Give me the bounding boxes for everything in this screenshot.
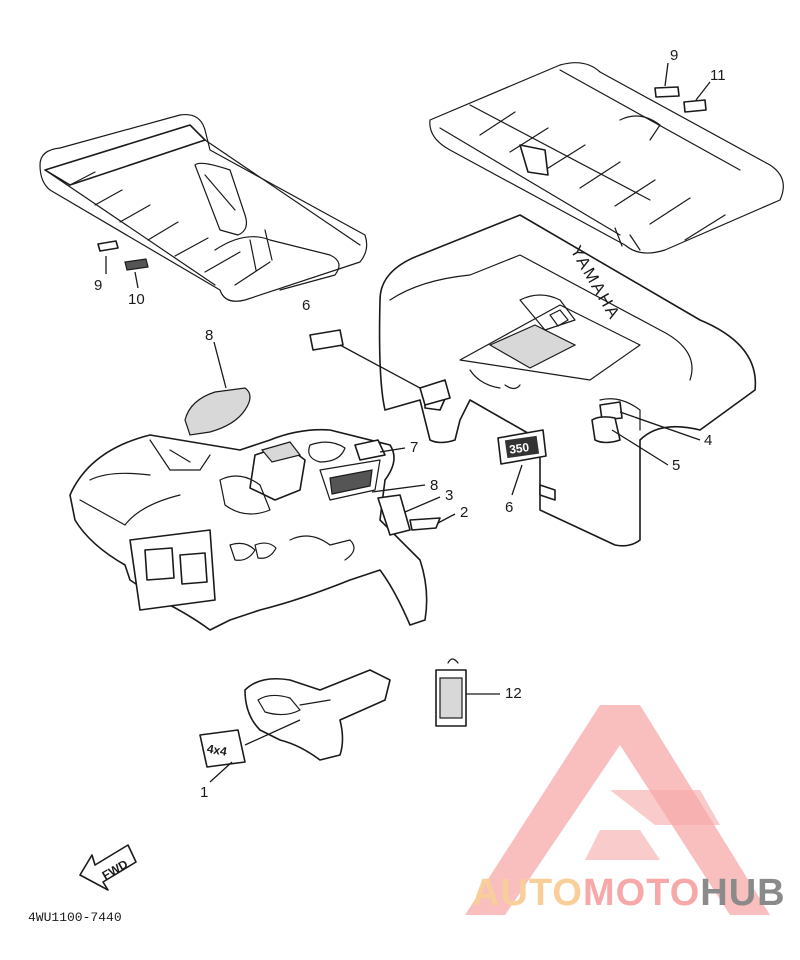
front-fender bbox=[69, 428, 428, 631]
callout-12: 12 bbox=[505, 685, 522, 702]
callout-4: 4 bbox=[704, 432, 712, 449]
decal-10 bbox=[124, 258, 149, 271]
decal-9-rear bbox=[654, 86, 680, 98]
watermark-part-auto: AUTO bbox=[472, 872, 583, 914]
decal-9-front bbox=[97, 240, 119, 252]
fwd-arrow-icon: FWD bbox=[79, 844, 137, 891]
decal-5 bbox=[591, 416, 621, 444]
badge-4x4-text: 4x4 bbox=[206, 741, 228, 758]
decal-6-left bbox=[309, 329, 344, 351]
callout-5: 5 bbox=[672, 457, 680, 474]
decal-4 bbox=[599, 401, 623, 421]
front-rack bbox=[39, 113, 368, 302]
callout-6-right: 6 bbox=[505, 499, 513, 516]
diagram-code: 4WU1100-7440 bbox=[28, 910, 122, 925]
callout-10: 10 bbox=[128, 291, 145, 308]
callout-9-rear: 9 bbox=[670, 47, 678, 64]
badge-350: 350 bbox=[497, 429, 547, 465]
leader-lines bbox=[105, 62, 711, 783]
watermark-part-moto: MOTO bbox=[583, 872, 700, 914]
decal-8-left bbox=[184, 387, 251, 436]
decal-2 bbox=[409, 517, 441, 531]
callouts: 8 6 9 11 9 10 4 5 6 7 8 3 2 12 1 bbox=[94, 47, 726, 801]
callout-8-right: 8 bbox=[430, 477, 438, 494]
decal-3 bbox=[377, 494, 411, 536]
badge-350-text: 350 bbox=[508, 440, 530, 457]
callout-8-left: 8 bbox=[205, 327, 213, 344]
front-guard bbox=[244, 669, 391, 761]
watermark-part-hub: HUB bbox=[700, 872, 785, 914]
callout-2: 2 bbox=[460, 504, 468, 521]
callout-11: 11 bbox=[710, 67, 726, 84]
watermark-text: AUTOMOTOHUB bbox=[472, 872, 786, 914]
decal-7 bbox=[354, 439, 386, 461]
rear-fender-decal-6 bbox=[419, 379, 451, 406]
watermark-logo-icon bbox=[465, 705, 770, 915]
tag-12 bbox=[435, 658, 467, 727]
callout-9-front: 9 bbox=[94, 277, 102, 294]
rear-fender: YAMAHA bbox=[378, 214, 757, 547]
badge-4x4: 4x4 bbox=[199, 729, 246, 768]
callout-6-left: 6 bbox=[302, 297, 310, 314]
callout-7: 7 bbox=[410, 439, 418, 456]
callout-3: 3 bbox=[445, 487, 453, 504]
callout-1: 1 bbox=[200, 784, 208, 801]
decal-11 bbox=[683, 99, 707, 113]
rear-rack bbox=[429, 62, 784, 254]
